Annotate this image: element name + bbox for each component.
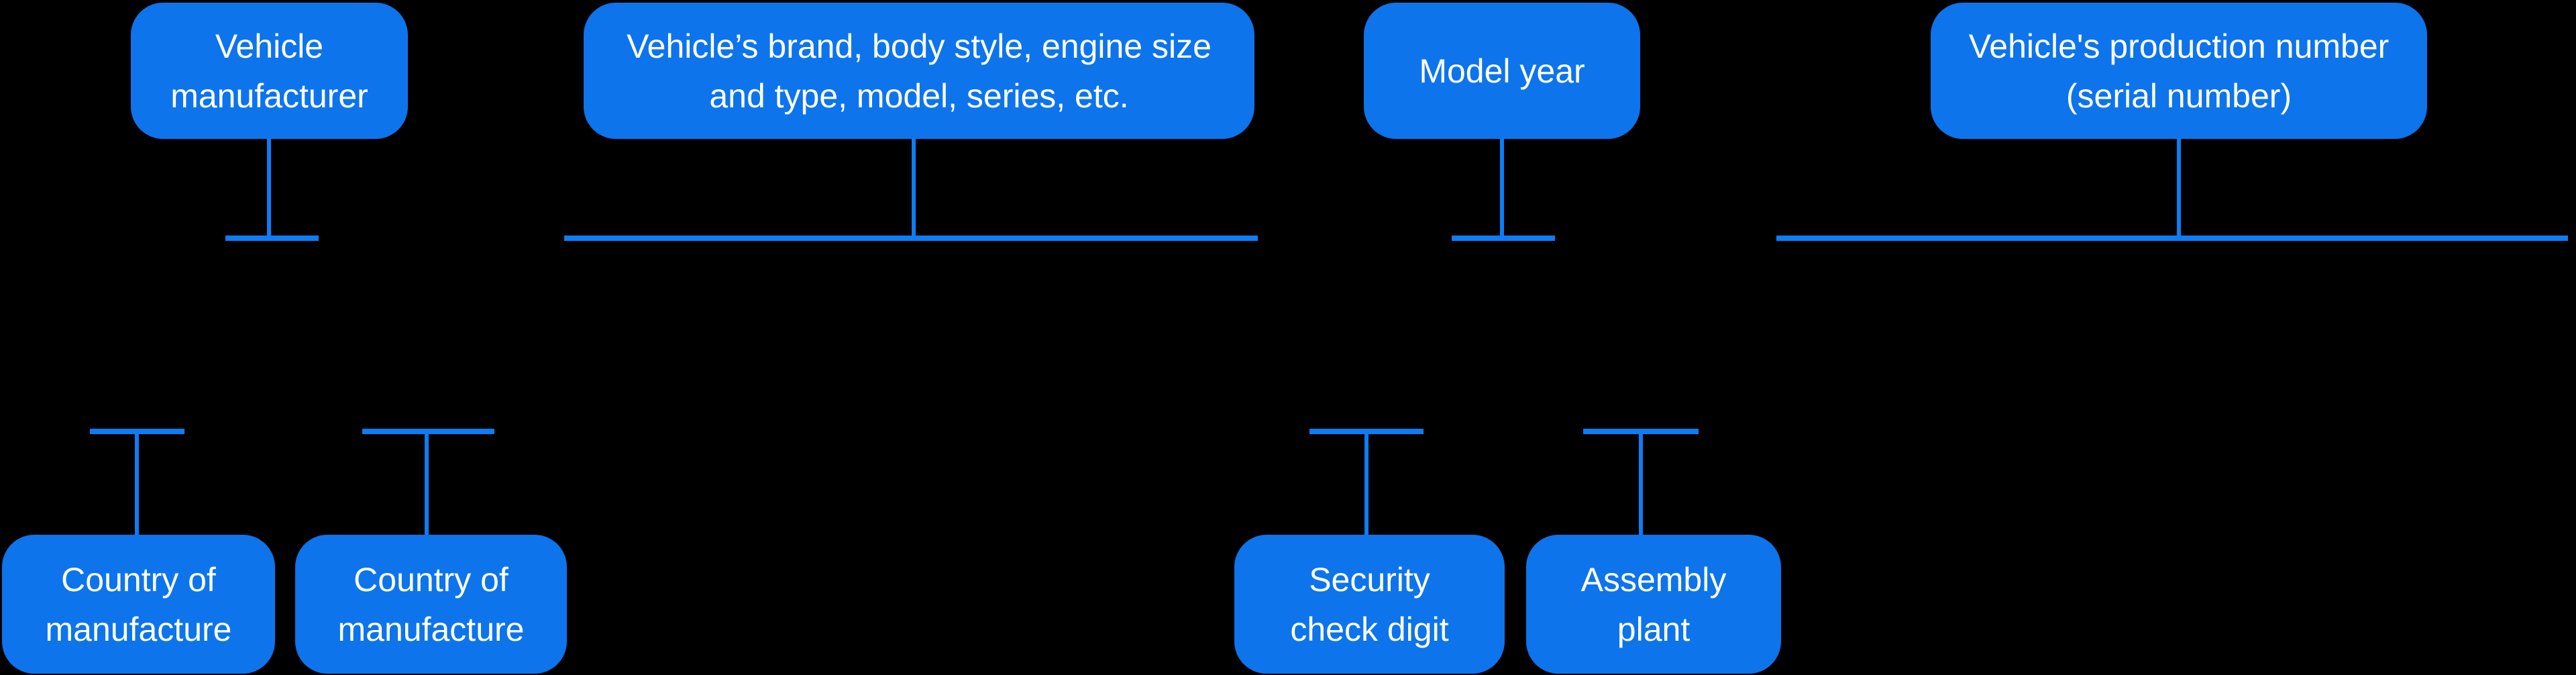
connector-line-country-of-manufacture-2	[425, 431, 429, 535]
callout-box-model-year: Model year	[1364, 3, 1640, 139]
connector-line-country-of-manufacture-1	[135, 431, 139, 535]
callout-box-vehicle-manufacturer: Vehicle manufacturer	[131, 3, 408, 139]
callout-label: Model year	[1419, 52, 1585, 90]
callout-label: Assembly plant	[1580, 560, 1727, 648]
connector-line-vehicle-manufacturer	[267, 138, 271, 238]
connector-line-production-number	[2177, 138, 2181, 238]
callout-box-country-of-manufacture-1: Country of manufacture	[2, 535, 275, 674]
callout-label: Country of manufacture	[45, 560, 232, 648]
connector-line-model-year	[1500, 138, 1504, 238]
connector-tick-production-number	[1776, 236, 2568, 241]
callout-box-country-of-manufacture-2: Country of manufacture	[295, 535, 567, 674]
connector-tick-vehicle-attributes	[564, 236, 1258, 241]
callout-box-production-number: Vehicle's production number (serial numb…	[1931, 3, 2427, 139]
connector-line-assembly-plant	[1639, 431, 1643, 535]
connector-line-vehicle-attributes	[912, 138, 916, 238]
callout-box-assembly-plant: Assembly plant	[1526, 535, 1781, 674]
callout-label: Vehicle manufacturer	[170, 27, 368, 115]
callout-label: Country of manufacture	[337, 560, 525, 648]
callout-label: Vehicle's production number (serial numb…	[1968, 27, 2390, 115]
callout-label: Vehicle’s brand, body style, engine size…	[627, 27, 1212, 115]
connector-tick-vehicle-manufacturer	[225, 236, 319, 241]
connector-line-security-check-digit	[1364, 431, 1368, 535]
callout-label: Security check digit	[1290, 560, 1449, 648]
callout-box-vehicle-attributes: Vehicle’s brand, body style, engine size…	[584, 3, 1254, 139]
callout-box-security-check-digit: Security check digit	[1234, 535, 1505, 674]
connector-tick-model-year	[1452, 236, 1555, 241]
